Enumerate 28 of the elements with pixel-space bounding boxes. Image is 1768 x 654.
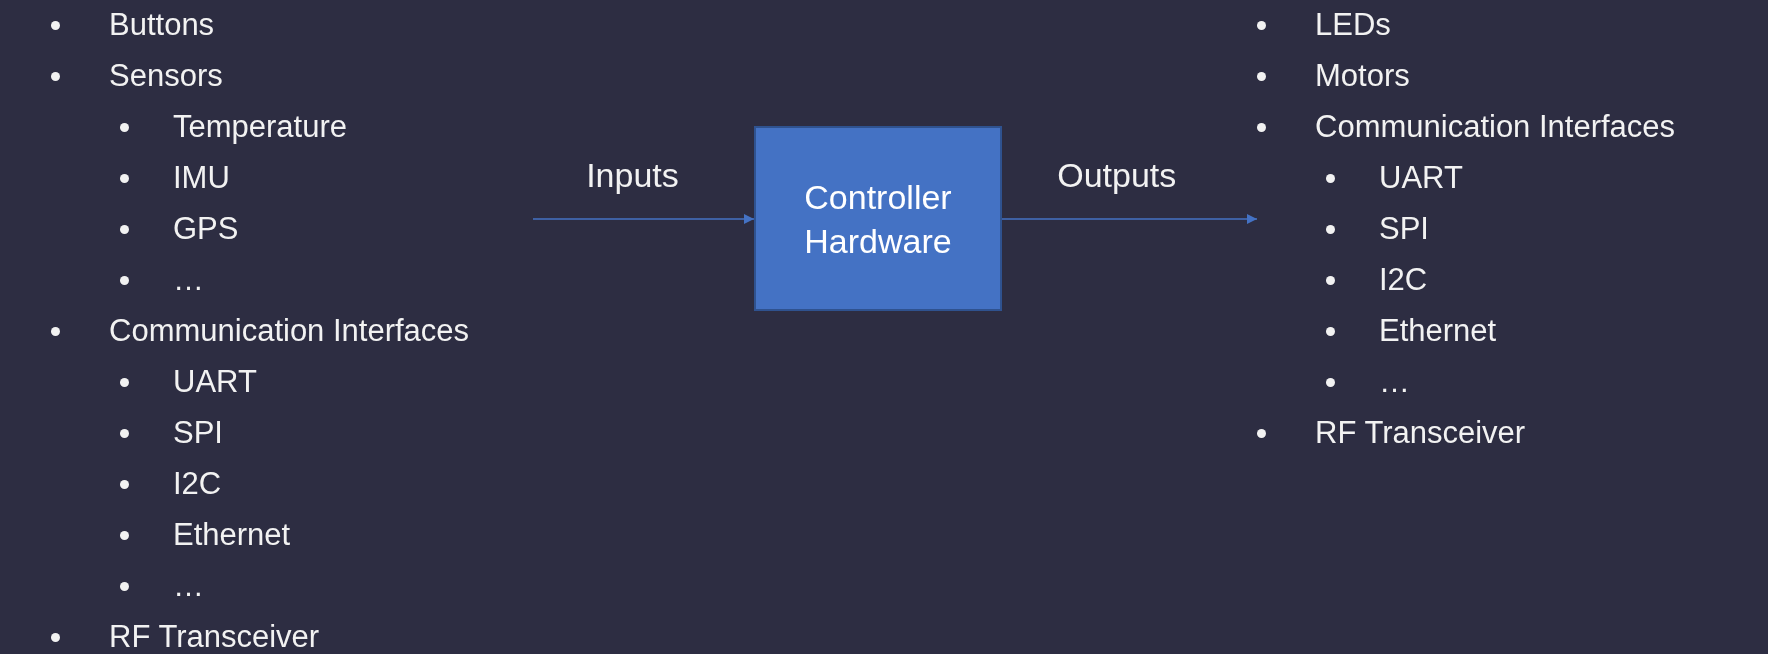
process-box bbox=[754, 126, 1002, 311]
node-label: Controller Hardware bbox=[803, 176, 953, 262]
list-item: Temperature bbox=[173, 109, 348, 145]
list-item: Communication Interfaces bbox=[109, 313, 470, 349]
list-item: UART bbox=[173, 364, 257, 400]
list-item: IMU bbox=[173, 160, 230, 196]
list-item: RF Transceiver bbox=[109, 619, 320, 654]
arrow bbox=[532, 213, 755, 225]
list-item: … bbox=[1379, 364, 1410, 400]
list-item: Buttons bbox=[109, 7, 215, 43]
list-item: … bbox=[173, 568, 204, 604]
list-item: Ethernet bbox=[1379, 313, 1497, 349]
edge-label: Outputs bbox=[1057, 155, 1177, 195]
list-item: Ethernet bbox=[173, 517, 291, 553]
edge-label: Inputs bbox=[586, 155, 679, 195]
list-item: Communication Interfaces bbox=[1315, 109, 1676, 145]
list-item: I2C bbox=[173, 466, 222, 502]
list-item: RF Transceiver bbox=[1315, 415, 1526, 451]
list-item: I2C bbox=[1379, 262, 1428, 298]
list-item: Motors bbox=[1315, 58, 1410, 94]
list-item: SPI bbox=[1379, 211, 1429, 247]
arrow bbox=[1001, 213, 1258, 225]
list-item: Sensors bbox=[109, 58, 223, 94]
list-item: GPS bbox=[173, 211, 239, 247]
list-item: SPI bbox=[173, 415, 223, 451]
list-item: … bbox=[173, 262, 204, 298]
list-item: UART bbox=[1379, 160, 1463, 196]
list-item: LEDs bbox=[1315, 7, 1391, 43]
